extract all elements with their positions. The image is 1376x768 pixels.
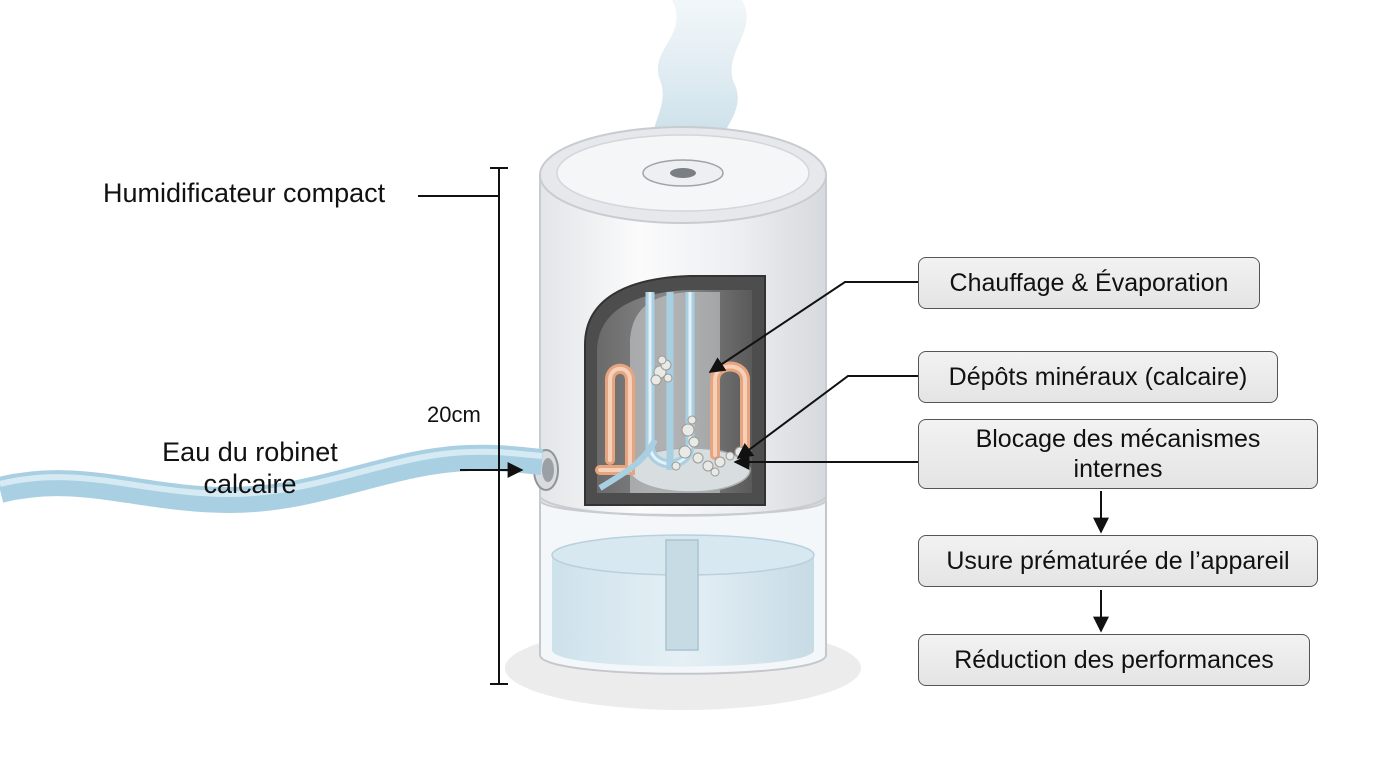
- mist-outlet: [670, 168, 696, 178]
- wick-tube: [665, 539, 699, 651]
- performance-box-label: Réduction des performances: [954, 646, 1274, 674]
- blocking-box-line1: Blocage des mécanismes: [975, 425, 1261, 453]
- deposits-arrow: [736, 375, 918, 459]
- water-label: Eau du robinet calcaire: [140, 436, 360, 500]
- heater-coil-left-inner: [598, 366, 632, 472]
- heating-arrow: [708, 281, 918, 373]
- heating-box-label: Chauffage & Évaporation: [949, 269, 1229, 297]
- wear-box: Usure prématurée de l’appareil: [918, 535, 1318, 587]
- water-label-line2: calcaire: [203, 469, 297, 499]
- deposits-box: Dépôts minéraux (calcaire): [918, 351, 1278, 403]
- performance-box: Réduction des performances: [918, 634, 1310, 686]
- blocking-box: Blocage des mécanismes internes: [918, 419, 1318, 489]
- wear-box-label: Usure prématurée de l’appareil: [946, 547, 1290, 575]
- water-label-line1: Eau du robinet: [162, 437, 338, 467]
- deposits-box-label: Dépôts minéraux (calcaire): [948, 363, 1248, 391]
- water-hose: [0, 444, 544, 514]
- inlet-tube-inner: [598, 438, 658, 491]
- title-label: Humidificateur compact: [103, 178, 386, 208]
- heating-box: Chauffage & Évaporation: [918, 257, 1260, 309]
- body-rim: [539, 496, 827, 517]
- height-label: 20cm: [427, 402, 481, 427]
- blocking-box-line2: internes: [1073, 455, 1163, 483]
- heater-coil-right-inner: [713, 364, 747, 457]
- water-hose-highlight: [0, 448, 543, 498]
- inlet-port-hole: [542, 458, 554, 482]
